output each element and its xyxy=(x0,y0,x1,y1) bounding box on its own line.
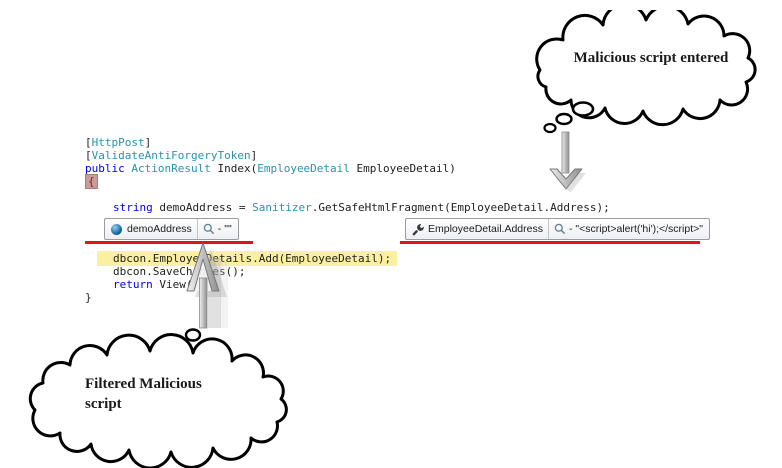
cloud-bottom-label-line2: script xyxy=(85,396,122,412)
code-line-close-brace: } xyxy=(85,291,92,304)
magnifier-icon[interactable] xyxy=(554,223,566,235)
code-line-antiforgery-attribute: [ValidateAntiForgeryToken] xyxy=(85,149,258,162)
arrow-up-icon xyxy=(186,242,228,329)
datatip-demoaddress[interactable]: demoAddress - "" xyxy=(104,218,239,240)
cloud-shape xyxy=(28,333,288,468)
datatip-value: - "" xyxy=(217,223,232,235)
thought-trail-bubble xyxy=(555,112,573,126)
thought-cloud-top xyxy=(535,10,757,134)
thought-trail-bubble xyxy=(184,328,202,342)
datatip-divider xyxy=(196,219,198,239)
cloud-bottom-label: Filtered Malicious script xyxy=(85,374,245,414)
code-line-sanitizer: string demoAddress = Sanitizer.GetSafeHt… xyxy=(113,201,610,214)
thought-trail-bubble xyxy=(543,122,557,134)
code-line-httppost-attribute: [HttpPost] xyxy=(85,136,152,149)
red-underline-filtered xyxy=(85,241,253,244)
code-line-open-brace: { xyxy=(85,174,98,189)
arrow-down-icon xyxy=(549,131,586,192)
variable-sphere-icon xyxy=(111,223,122,235)
code-line-method-signature: public ActionResult Index(EmployeeDetail… xyxy=(85,162,456,175)
datatip-name: demoAddress xyxy=(127,223,192,235)
thought-trail-bubble xyxy=(571,101,595,117)
datatip-value: - "<script>alert('hi');</script>" xyxy=(568,223,703,235)
datatip-employeedetail-address[interactable]: EmployeeDetail.Address - "<script>alert(… xyxy=(405,218,710,240)
cloud-shape xyxy=(535,10,757,127)
cloud-bottom-label-line1: Filtered Malicious xyxy=(85,376,202,392)
red-underline-malicious xyxy=(400,241,700,244)
cloud-top-label: Malicious script entered xyxy=(573,50,729,66)
code-line-add-highlighted: dbcon.EmployeeDetails.Add(EmployeeDetail… xyxy=(97,251,398,266)
thought-cloud-bottom xyxy=(28,328,288,468)
magnifier-icon[interactable] xyxy=(203,223,215,235)
datatip-divider xyxy=(547,219,549,239)
datatip-name: EmployeeDetail.Address xyxy=(428,223,543,235)
property-wrench-icon xyxy=(412,223,424,235)
